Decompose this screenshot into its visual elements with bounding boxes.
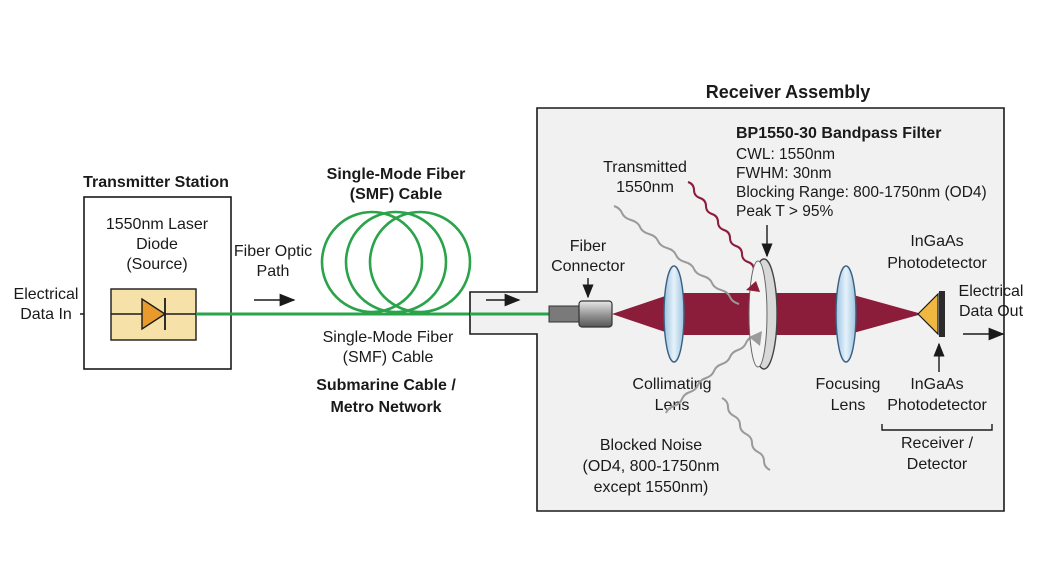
collimating-lens-label-1: Collimating	[632, 376, 711, 393]
blocked-noise-wave-2	[721, 397, 771, 471]
fiber-connector-icon	[548, 300, 613, 328]
smf-bottom-label-2: (SMF) Cable	[343, 349, 434, 366]
receiver-detector-bracket	[881, 424, 993, 431]
fiber-path-label-1: Fiber Optic	[234, 243, 312, 260]
smf-top-label-1: Single-Mode Fiber	[327, 166, 466, 183]
submarine-label-2: Metro Network	[330, 399, 441, 416]
focusing-lens-icon	[835, 265, 857, 363]
collimating-lens-icon	[663, 265, 685, 363]
transmitted-gray-wave	[613, 205, 740, 305]
smf-bottom-label-1: Single-Mode Fiber	[323, 329, 454, 346]
filter-spec-fwhm: FWHM: 30nm	[736, 165, 832, 182]
transmitter-title: Transmitter Station	[83, 174, 229, 191]
filter-spec-cwl: CWL: 1550nm	[736, 146, 835, 163]
laser-diode-icon	[110, 288, 197, 341]
photodetector-top-label-2: Photodetector	[887, 255, 987, 272]
blocked-noise-label-2: (OD4, 800-1750nm	[583, 458, 720, 475]
fiber-connector-label-1: Fiber	[570, 238, 607, 255]
filter-spec-peak: Peak T > 95%	[736, 203, 833, 220]
focusing-lens-label-1: Focusing	[816, 376, 881, 393]
laser-label-1: 1550nm Laser	[106, 216, 209, 233]
photodetector-icon	[917, 291, 945, 337]
focusing-lens-label-2: Lens	[831, 397, 866, 414]
transmitted-1550-wave	[687, 181, 761, 279]
photodetector-bottom-label-1: InGaAs	[910, 376, 963, 393]
transmitted-label-2: 1550nm	[616, 179, 674, 196]
photodetector-bottom-label-2: Photodetector	[887, 397, 987, 414]
receiver-detector-label-1: Receiver /	[901, 435, 974, 452]
laser-label-2: Diode	[136, 236, 178, 253]
blocked-noise-label-3: except 1550nm)	[594, 479, 709, 496]
fiber-coil-icon	[320, 210, 472, 314]
transmitted-label-1: Transmitted	[603, 159, 687, 176]
electrical-in-label-2: Data In	[20, 306, 72, 323]
receiver-title: Receiver Assembly	[706, 82, 870, 102]
filter-title: BP1550-30 Bandpass Filter	[736, 125, 941, 142]
filter-spec-blocking: Blocking Range: 800-1750nm (OD4)	[736, 184, 987, 201]
bandpass-filter-icon	[746, 258, 778, 370]
fiber-connector-label-2: Connector	[551, 258, 625, 275]
fiber-path-label-2: Path	[257, 263, 290, 280]
laser-label-3: (Source)	[126, 256, 187, 273]
submarine-label-1: Submarine Cable /	[316, 377, 456, 394]
blocked-noise-label-1: Blocked Noise	[600, 437, 702, 454]
collimating-lens-label-2: Lens	[655, 397, 690, 414]
transmitter-box	[83, 196, 232, 370]
blocked-noise-wave-1	[665, 335, 755, 414]
electrical-out-label-2: Data Out	[959, 303, 1024, 320]
receiver-detector-label-2: Detector	[907, 456, 968, 473]
smf-top-label-2: (SMF) Cable	[350, 186, 443, 203]
electrical-out-label-1: Electrical	[959, 283, 1024, 300]
electrical-in-label-1: Electrical	[14, 286, 79, 303]
photodetector-top-label-1: InGaAs	[910, 233, 963, 250]
